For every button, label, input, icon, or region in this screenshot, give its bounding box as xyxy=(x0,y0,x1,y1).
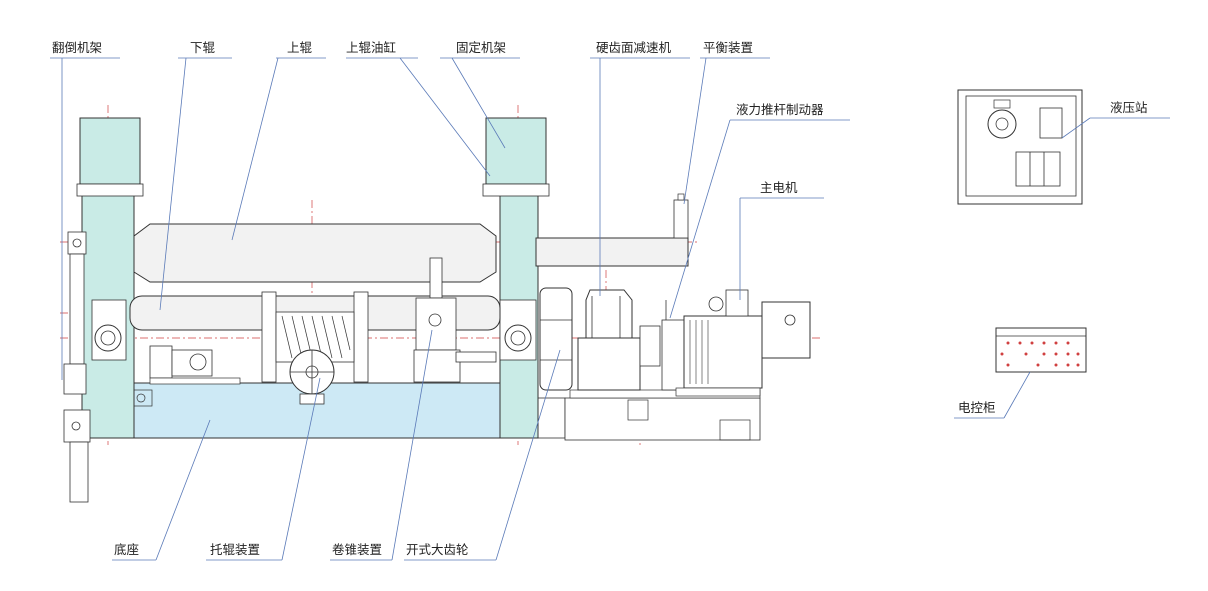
label-balance: 平衡装置 xyxy=(703,40,753,55)
leader-lines xyxy=(50,57,1170,561)
label-main-motor: 主电机 xyxy=(760,180,798,195)
control-cabinet xyxy=(995,327,1087,373)
label-control-cabinet: 电控柜 xyxy=(958,400,996,415)
hydraulic-station xyxy=(957,89,1083,205)
left-drive-unit xyxy=(149,345,241,385)
cone-device xyxy=(413,257,497,383)
label-support-roll: 托辊装置 xyxy=(210,542,260,557)
label-upper-cylinder: 上辊油缸 xyxy=(346,40,396,55)
label-brake: 液力推杆制动器 xyxy=(736,102,824,117)
label-upper-roll: 上辊 xyxy=(287,40,313,55)
label-hydraulic-station: 液压站 xyxy=(1110,100,1148,115)
label-base: 底座 xyxy=(114,542,139,557)
tilt-frame xyxy=(63,117,144,503)
open-gear xyxy=(539,287,573,391)
label-lower-roll: 下辊 xyxy=(190,40,216,55)
base-frame xyxy=(84,382,761,441)
label-reducer: 硬齿面减速机 xyxy=(596,40,672,55)
fixed-frame xyxy=(482,117,550,439)
label-fixed-frame: 固定机架 xyxy=(456,40,506,55)
upper-roll xyxy=(133,223,689,283)
label-cone-device: 卷锥装置 xyxy=(332,542,382,557)
label-open-gear: 开式大齿轮 xyxy=(406,542,469,557)
support-roll-device xyxy=(261,291,369,405)
main-motor xyxy=(675,289,811,397)
labels: 翻倒机架 下辊 上辊 上辊油缸 固定机架 硬齿面减速机 平衡装置 液力推杆制动器… xyxy=(52,40,1148,557)
reducer xyxy=(577,289,661,391)
label-tilt-frame: 翻倒机架 xyxy=(52,40,102,55)
